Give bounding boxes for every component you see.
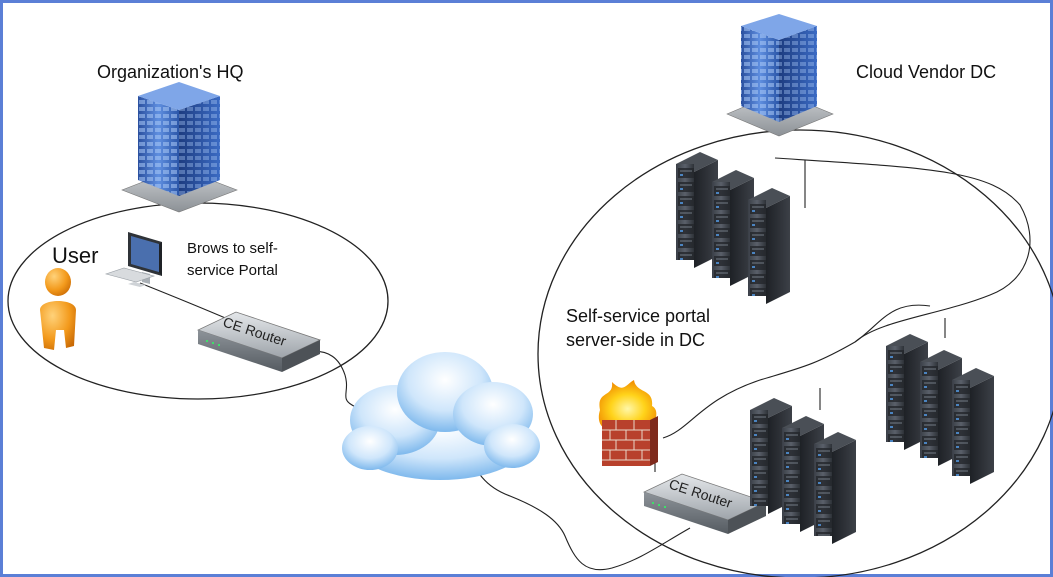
browse-note-line2: service Portal bbox=[187, 262, 278, 279]
user-label: User bbox=[52, 243, 98, 268]
server-rack-group-top bbox=[676, 152, 790, 304]
network-cables bbox=[139, 157, 1031, 571]
internet-cloud-icon bbox=[342, 352, 540, 480]
datacenter-zone bbox=[537, 129, 1053, 577]
dc-building-icon bbox=[726, 14, 834, 137]
firewall-icon bbox=[598, 380, 658, 466]
server-rack-icon bbox=[712, 170, 754, 286]
user-person-icon bbox=[40, 268, 76, 350]
dc-title: Cloud Vendor DC bbox=[856, 62, 996, 82]
firewall-to-servers-cable bbox=[662, 304, 931, 439]
dc-ce-router-icon bbox=[642, 473, 768, 534]
hq-title: Organization's HQ bbox=[97, 62, 244, 82]
browse-note-line1: Brows to self- bbox=[187, 240, 278, 257]
server-rack-group-right bbox=[886, 334, 994, 484]
server-rack-icon bbox=[748, 188, 790, 304]
desktop-computer-icon bbox=[104, 232, 162, 287]
portal-note-line1: Self-service portal bbox=[566, 306, 710, 326]
server-rack-icon bbox=[814, 432, 856, 544]
hq-ce-router-icon bbox=[196, 311, 322, 372]
cloud-to-dc-router-cable bbox=[471, 447, 691, 571]
computer-to-router-cable bbox=[139, 282, 231, 321]
server-rack-icon bbox=[952, 368, 994, 484]
dc-backbone-cable bbox=[774, 157, 1031, 343]
hq-building-icon bbox=[121, 82, 238, 213]
server-rack-group-bottom bbox=[750, 398, 856, 544]
portal-note-line2: server-side in DC bbox=[566, 330, 705, 350]
server-rack-icon bbox=[676, 152, 718, 268]
